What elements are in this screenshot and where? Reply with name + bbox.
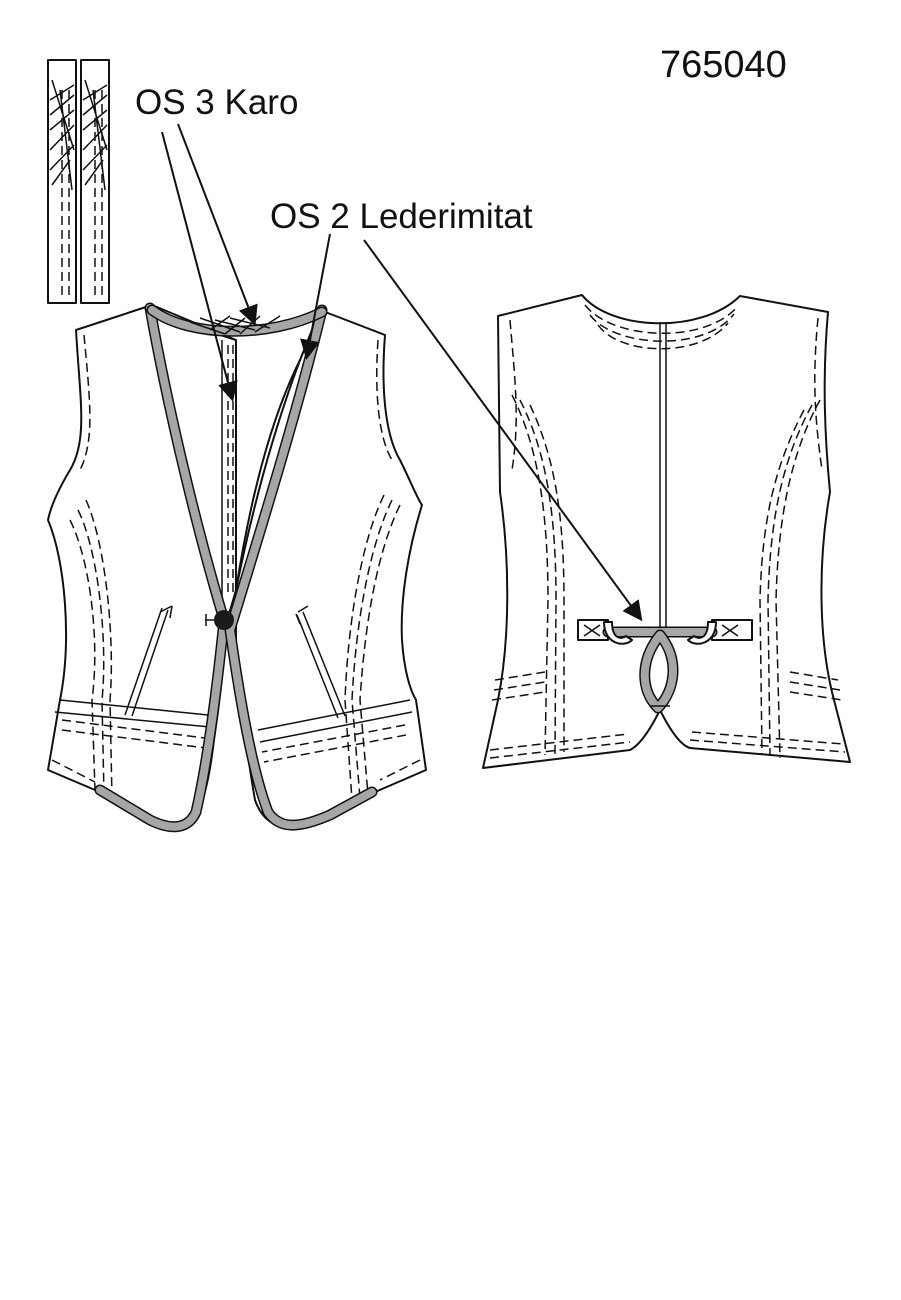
vest-back: [482, 294, 851, 769]
arrow-os2-to-back-belt: [363, 239, 643, 622]
vest-front-collar-trim: [148, 306, 326, 336]
trim-detail-strips: [47, 59, 110, 304]
callout-os2-label: OS 2 Lederimitat: [270, 197, 533, 236]
vest-back-half-belt: [577, 619, 753, 714]
vest-front: [47, 302, 427, 833]
vest-front-trim-left: [96, 304, 228, 831]
article-number: 765040: [660, 44, 787, 86]
arrow-os3-to-placket: [161, 131, 238, 402]
vest-front-button: [214, 610, 234, 630]
arrow-os2-to-front-trim: [300, 233, 331, 360]
arrow-os3-to-collar: [177, 123, 258, 326]
vest-front-trim-right: [226, 306, 376, 830]
callout-os3-label: OS 3 Karo: [135, 83, 298, 122]
